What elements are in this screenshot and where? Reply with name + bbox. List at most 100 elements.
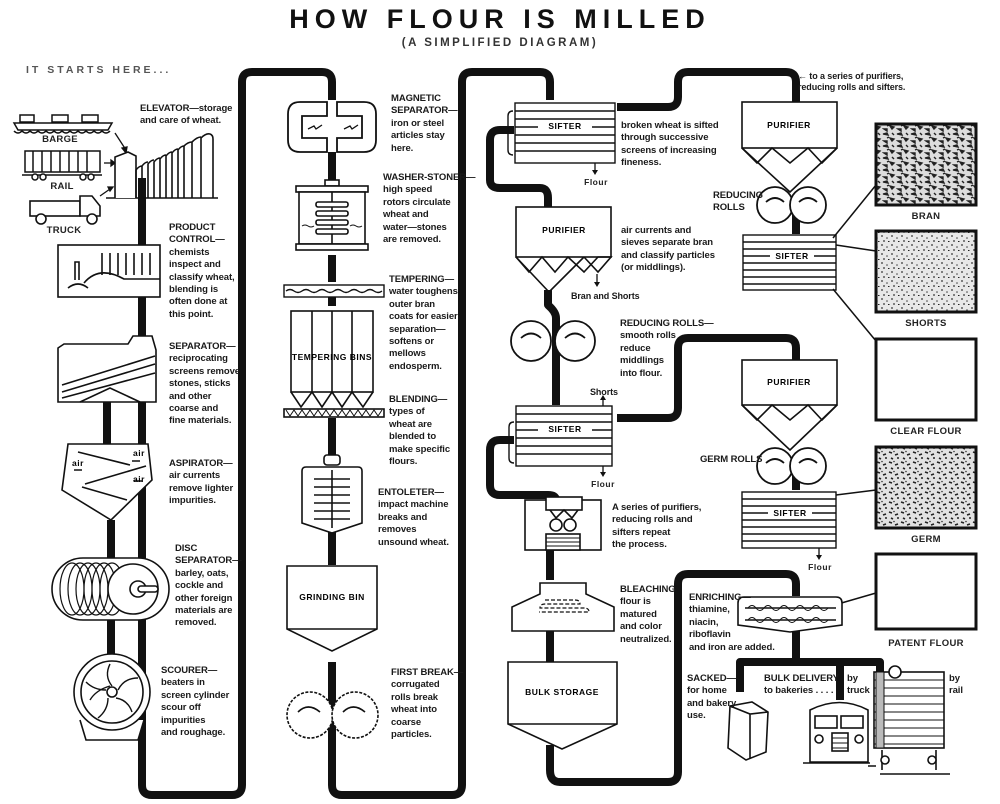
aspirator-desc: ASPIRATOR— air currents remove lighter i…: [169, 458, 234, 507]
sifter-1-icon: [507, 102, 616, 164]
page-title: HOW FLOUR IS MILLED: [289, 4, 711, 34]
product-control-desc: PRODUCT CONTROL— chemists inspect and cl…: [169, 222, 235, 320]
shorts-swatch: [874, 229, 978, 314]
scourer-desc: SCOURER— beaters in screen cylinder scou…: [161, 665, 230, 739]
bulk-storage-icon: [507, 661, 618, 750]
aspirator-air-label-3: air: [133, 474, 145, 484]
aspirator-air-label-1: air: [133, 448, 145, 458]
pipe-col1: [138, 68, 336, 799]
tempering-desc: TEMPERING— water toughens outer bran coa…: [389, 274, 458, 372]
purifier-3-icon: [741, 359, 838, 452]
reducing-rolls-2-icon: [756, 186, 827, 224]
pipe-seg: [107, 620, 115, 655]
pipe-to-purifier-mid: [617, 334, 800, 422]
lab-equipment-icon: [57, 244, 161, 298]
purifier-desc: air currents and sieves separate bran an…: [621, 225, 715, 274]
pipe-col3b: [544, 290, 560, 405]
pipe-elevator-down: [138, 200, 146, 248]
separator-machine-icon: [57, 335, 157, 403]
sifter-desc: broken wheat is sifted through successiv…: [621, 120, 719, 169]
germ-swatch: [874, 445, 978, 530]
shorts-label: Shorts: [590, 387, 618, 397]
blending-desc: BLENDING— types of wheat are blended to …: [389, 394, 451, 468]
rail-car-icon: [22, 150, 102, 181]
bran-and-shorts-label: Bran and Shorts: [571, 291, 640, 301]
purifier-1-icon: [515, 206, 613, 294]
product-swatches: [874, 122, 978, 631]
product-label-germ: GERM: [911, 534, 941, 545]
sifter-4-icon: [741, 491, 837, 549]
purifier-3-label: PURIFIER: [767, 377, 811, 387]
bleaching-icon: [511, 582, 615, 632]
by-rail-label: by rail: [949, 673, 963, 697]
washer-stoner-desc: WASHER-STONER— high speed rotors circula…: [383, 172, 476, 246]
page-subtitle: (A SIMPLIFIED DIAGRAM): [401, 37, 599, 49]
to-series-note: ← to a series of purifiers, reducing rol…: [798, 71, 906, 92]
entoleter-desc: ENTOLETER— impact machine breaks and rem…: [378, 487, 449, 548]
reducing-rolls-2-label: REDUCING ROLLS: [713, 190, 763, 214]
first-break-desc: FIRST BREAK— corrugated rolls break whea…: [391, 667, 464, 741]
reducing-rolls-icon: [510, 320, 596, 362]
elevator-desc: ELEVATOR—storage and care of wheat.: [140, 103, 233, 127]
purifier-2-label: PURIFIER: [767, 120, 811, 130]
magnetic-separator-desc: MAGNETIC SEPARATOR— iron or steel articl…: [391, 93, 458, 154]
aspirator-icon: [61, 443, 153, 522]
sifter-label-bg: [770, 250, 814, 262]
disc-separator-desc: DISC SEPARATOR— barley, oats, cockle and…: [175, 543, 242, 629]
flour-sack-icon: [727, 701, 769, 761]
barge-label: BARGE: [42, 134, 78, 145]
series-machine-icon: [524, 496, 602, 551]
separator-desc: SEPARATOR— reciprocating screens remove …: [169, 341, 240, 427]
rail-label: RAIL: [50, 181, 74, 192]
sifter-label-bg: [768, 507, 812, 519]
enriching-desc: ENRICHING— thiamine, niacin, riboflavin …: [689, 592, 775, 653]
enriching-icon: [737, 596, 843, 633]
patent-flour-swatch: [874, 552, 978, 631]
truck-label: TRUCK: [46, 225, 82, 236]
sifter-3-icon: [742, 234, 837, 291]
truck-icon: [29, 195, 101, 225]
rail-tank-car-icon: [868, 665, 950, 775]
purifier-1-label: PURIFIER: [542, 225, 586, 235]
sifter-1-flour: Flour: [584, 177, 608, 187]
purifier-2-icon: [741, 101, 838, 194]
sifter-3-label: SIFTER: [775, 251, 808, 261]
grinding-bin-label: GRINDING BIN: [299, 592, 365, 602]
start-label: IT STARTS HERE...: [26, 64, 172, 76]
pipe-to-purifier-top: [617, 68, 800, 111]
pipe-seg: [103, 402, 111, 444]
pipe-col2: [328, 68, 554, 799]
connector-lines: [832, 184, 877, 605]
magnetic-separator-icon: [287, 101, 377, 153]
pipe-seg: [138, 297, 146, 332]
germ-rolls-icon: [756, 447, 827, 485]
product-label-clear-flour: CLEAR FLOUR: [890, 426, 962, 437]
bulk-delivery-desc: BULK DELIVERY to bakeries . . . .: [764, 673, 839, 697]
pipe-col3: [486, 126, 552, 208]
bulk-storage-label: BULK STORAGE: [525, 687, 599, 697]
pipe-seg: [107, 520, 115, 558]
tempering-bins-label: TEMPERING BINS: [292, 352, 372, 362]
tempering-water-icon: [283, 284, 385, 298]
first-break-rolls-icon: [286, 691, 379, 739]
sacked-desc: SACKED— for home and bakery use.: [687, 673, 737, 722]
sifter-2-icon: [508, 405, 613, 467]
bran-swatch: [874, 122, 978, 207]
reducing-rolls-desc: REDUCING ROLLS— smooth rolls reduce midd…: [620, 318, 714, 379]
elevator-silos-icon: [106, 133, 218, 199]
grinding-bin-icon: [286, 565, 378, 652]
product-label-patent-flour: PATENT FLOUR: [888, 638, 964, 649]
arrows-to-elevator: [99, 132, 128, 197]
tempering-bins-icon: [283, 310, 385, 418]
washer-stoner-icon: [295, 179, 369, 251]
entoleter-icon: [301, 454, 363, 534]
germ-rolls-label: GERM ROLLS: [700, 454, 763, 465]
clear-flour-swatch: [874, 337, 978, 422]
sifter-label-bg: [538, 423, 592, 435]
product-label-shorts: SHORTS: [905, 318, 947, 329]
pipe-delivery: [736, 630, 884, 700]
sifter-4-label: SIFTER: [773, 508, 806, 518]
product-label-bran: BRAN: [911, 211, 941, 222]
scourer-icon: [73, 653, 151, 741]
